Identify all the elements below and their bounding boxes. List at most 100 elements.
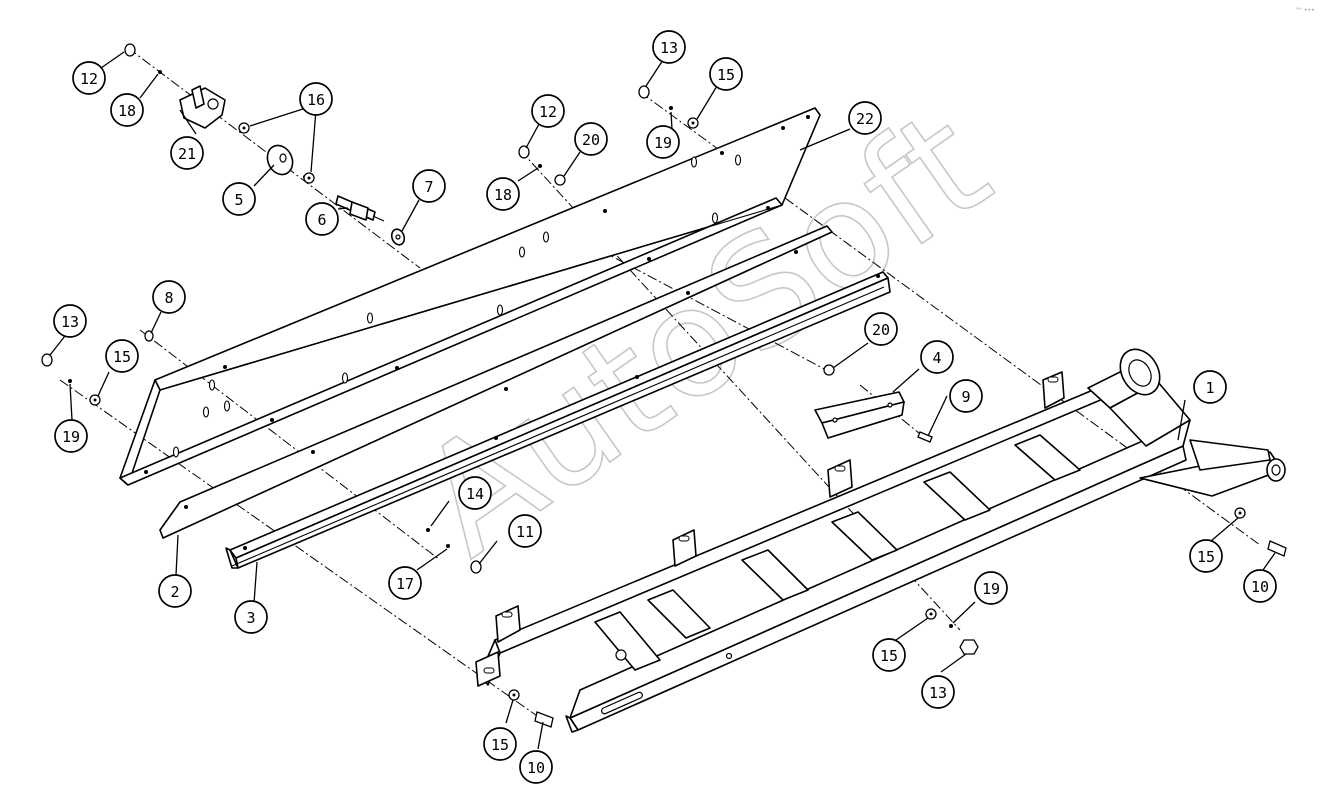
callout-number: 10 [1251,578,1269,596]
callout-circle [483,727,517,761]
callout-31: 15 [872,638,906,672]
part-3-angle-rail [225,271,891,569]
part-1-frame [475,348,1286,733]
callout-circle [53,304,87,338]
callout-circle [1243,569,1277,603]
callout-number: 20 [582,131,600,149]
part-22-upper-plate [119,107,821,486]
callout-balloons: 12 18 21 16 5 6 7 13 15 19 12 20 18 22 8 13 15 19 20 4 9 1 14 1… [53,30,1277,784]
callout-circle [920,340,954,374]
part-2-lower-plate [159,225,833,539]
callout-number: 15 [717,66,735,84]
callout-circle [574,122,608,156]
callout-circle [412,169,446,203]
callout-circle [508,514,542,548]
callout-number: 3 [246,609,255,627]
callout-9: 15 [709,57,743,91]
callout-circle [921,675,955,709]
part-4-bracket [814,391,905,439]
callout-number: 14 [466,485,484,503]
callout-4: 16 [299,82,333,116]
callout-circle [234,600,268,634]
callout-3: 21 [170,136,204,170]
part-7-clevis [390,228,406,246]
callout-circle [222,182,256,216]
callout-7: 7 [412,169,446,203]
callout-15: 8 [152,280,186,314]
callout-number: 17 [396,575,414,593]
callout-circle [299,82,333,116]
callout-number: 15 [113,348,131,366]
callout-8: 13 [652,30,686,64]
callout-circle [110,93,144,127]
callout-20: 4 [920,340,954,374]
callout-circle [486,177,520,211]
callout-34: 10 [519,750,553,784]
callout-circle [158,574,192,608]
callout-32: 13 [921,675,955,709]
callout-14: 22 [848,101,882,135]
callout-number: 22 [856,110,874,128]
callout-circle [152,280,186,314]
callout-28: 15 [1189,539,1223,573]
callout-number: 13 [660,39,678,57]
callout-19: 20 [864,312,898,346]
callout-33: 15 [483,727,517,761]
callout-10: 19 [646,125,680,159]
callout-number: 12 [80,70,98,88]
part-6-shaft [335,195,385,222]
callout-circle [949,379,983,413]
callout-circle [1189,539,1223,573]
corner-mark: °° ••• [1296,7,1315,14]
callout-circle [864,312,898,346]
callout-26: 2 [158,574,192,608]
callout-1: 12 [72,61,106,95]
callout-2: 18 [110,93,144,127]
callout-number: 8 [164,289,173,307]
callout-5: 5 [222,182,256,216]
callout-number: 12 [539,103,557,121]
callout-25: 11 [508,514,542,548]
part-5-pulley [266,144,294,176]
callout-number: 18 [118,102,136,120]
callout-number: 15 [491,736,509,754]
callout-number: 15 [1197,548,1215,566]
fasteners [41,43,1287,728]
callout-22: 1 [1193,370,1227,404]
callout-24: 17 [388,566,422,600]
callout-circle [709,57,743,91]
callout-number: 20 [872,321,890,339]
callout-number: 2 [170,583,179,601]
callout-number: 6 [317,211,326,229]
callout-circle [519,750,553,784]
callout-30: 19 [974,571,1008,605]
callout-17: 15 [105,339,139,373]
callout-circle [54,419,88,453]
callout-number: 10 [527,759,545,777]
callout-12: 20 [574,122,608,156]
callout-circle [1193,370,1227,404]
callout-circle [652,30,686,64]
part-21-hinge-bracket [179,85,226,129]
callout-number: 1 [1205,379,1214,397]
callout-27: 3 [234,600,268,634]
callout-11: 12 [531,94,565,128]
callout-21: 9 [949,379,983,413]
callout-circle [646,125,680,159]
callout-number: 5 [234,191,243,209]
callout-circle [458,476,492,510]
callout-circle [388,566,422,600]
callout-number: 19 [982,580,1000,598]
callout-number: 11 [516,523,534,541]
callout-16: 13 [53,304,87,338]
callout-circle [72,61,106,95]
callout-number: 21 [178,145,196,163]
callout-circle [974,571,1008,605]
callout-6: 6 [305,202,339,236]
callout-number: 13 [929,684,947,702]
callout-13: 18 [486,177,520,211]
callout-circle [531,94,565,128]
callout-number: 15 [880,647,898,665]
callout-number: 19 [62,428,80,446]
